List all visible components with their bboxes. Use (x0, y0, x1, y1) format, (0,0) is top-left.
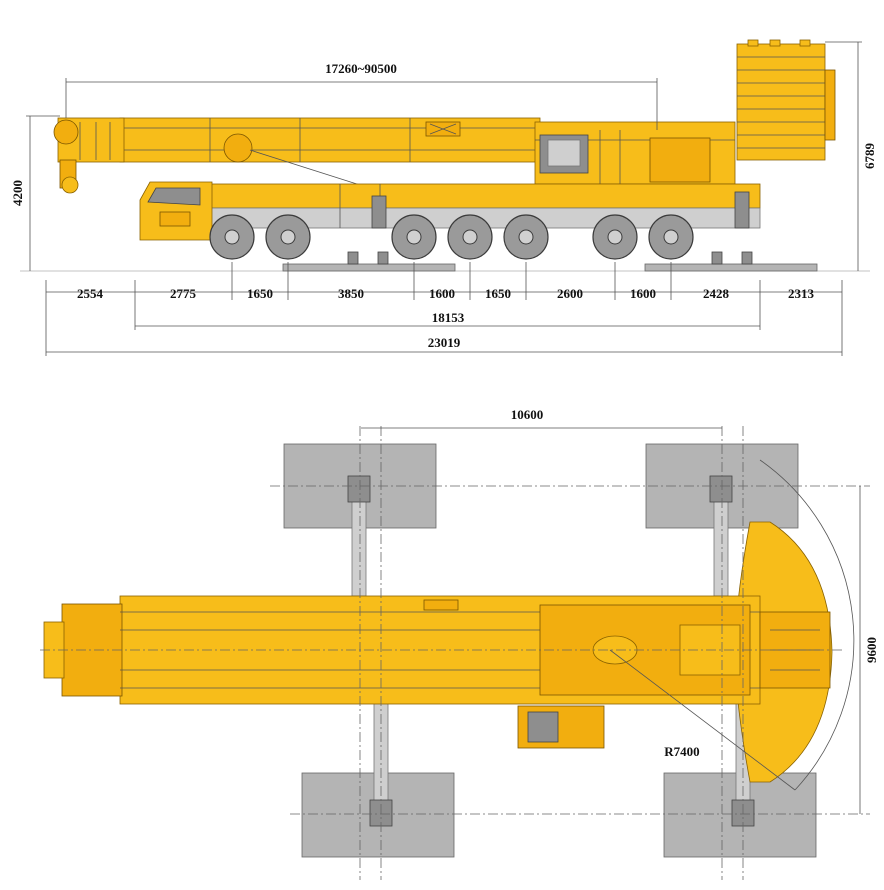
dim-segment-1: 2554 (77, 286, 104, 301)
top-dimensions: 10600 9600 R7400 (361, 407, 879, 814)
side-dimensions: 17260~90500 6789 4200 2554 2775 1 (10, 41, 877, 356)
top-view: 10600 9600 R7400 (40, 407, 879, 880)
dim-outrigger-transverse: 9600 (864, 637, 879, 663)
dim-tail-swing-radius: R7400 (664, 744, 699, 759)
dim-height-travel: 4200 (10, 180, 25, 206)
telescopic-boom (119, 117, 541, 186)
dim-segment-8: 1600 (630, 286, 656, 301)
dim-segment-5: 1600 (429, 286, 455, 301)
boom-head (53, 117, 125, 194)
dim-overall-length: 23019 (428, 335, 461, 350)
counterweight-stack (736, 39, 836, 161)
dim-segment-10: 2313 (788, 286, 815, 301)
driver-cab (139, 181, 213, 241)
wheels (209, 214, 694, 260)
dim-segment-6: 1650 (485, 286, 511, 301)
dim-segment-9: 2428 (703, 286, 730, 301)
superstructure (534, 121, 736, 185)
outrigger-pads-side (282, 251, 818, 272)
dim-boom-length: 17260~90500 (325, 61, 397, 76)
dim-segment-7: 2600 (557, 286, 583, 301)
dim-carrier-length: 18153 (432, 310, 465, 325)
dim-segment-4: 3850 (338, 286, 364, 301)
dim-height-overall: 6789 (862, 143, 877, 170)
dim-outrigger-longitudinal: 10600 (511, 407, 544, 422)
dim-segment-3: 1650 (247, 286, 273, 301)
side-view: 17260~90500 6789 4200 2554 2775 1 (10, 39, 877, 356)
tail-swing-arc (759, 459, 855, 791)
dim-segment-2: 2775 (170, 286, 197, 301)
